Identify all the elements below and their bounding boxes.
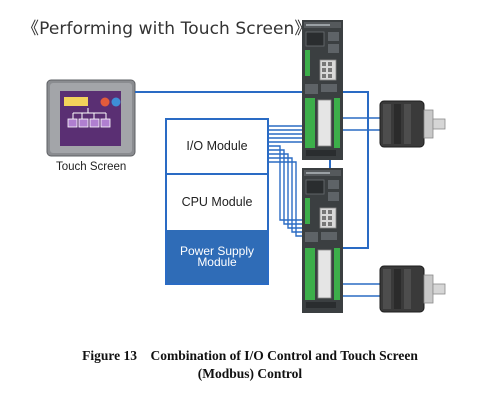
touch-screen-label: Touch Screen: [56, 161, 127, 173]
power-supply-module-bg: [167, 230, 267, 283]
figure-caption: Figure 13 Combination of I/O Control and…: [0, 347, 500, 383]
caption-line-2: (Modbus) Control: [197, 366, 303, 381]
motor-cables: [343, 117, 382, 297]
io-module-label: I/O Module: [186, 139, 248, 153]
stepper-motor-1: [379, 100, 446, 148]
io-cable-bundle-lower: [268, 145, 302, 237]
motor-driver-2: [302, 168, 343, 313]
diagram-title: 《Performing with Touch Screen》: [22, 19, 312, 39]
motor-driver-1: [302, 20, 343, 160]
io-cable-bundle-upper: [268, 125, 302, 143]
power-supply-module-label: Power Supply Module: [179, 243, 255, 269]
stepper-motor-2: [379, 265, 446, 313]
cpu-module-label: CPU Module: [181, 194, 253, 209]
caption-line-1: Figure 13 Combination of I/O Control and…: [82, 348, 418, 363]
touch-screen-device: [46, 79, 136, 157]
